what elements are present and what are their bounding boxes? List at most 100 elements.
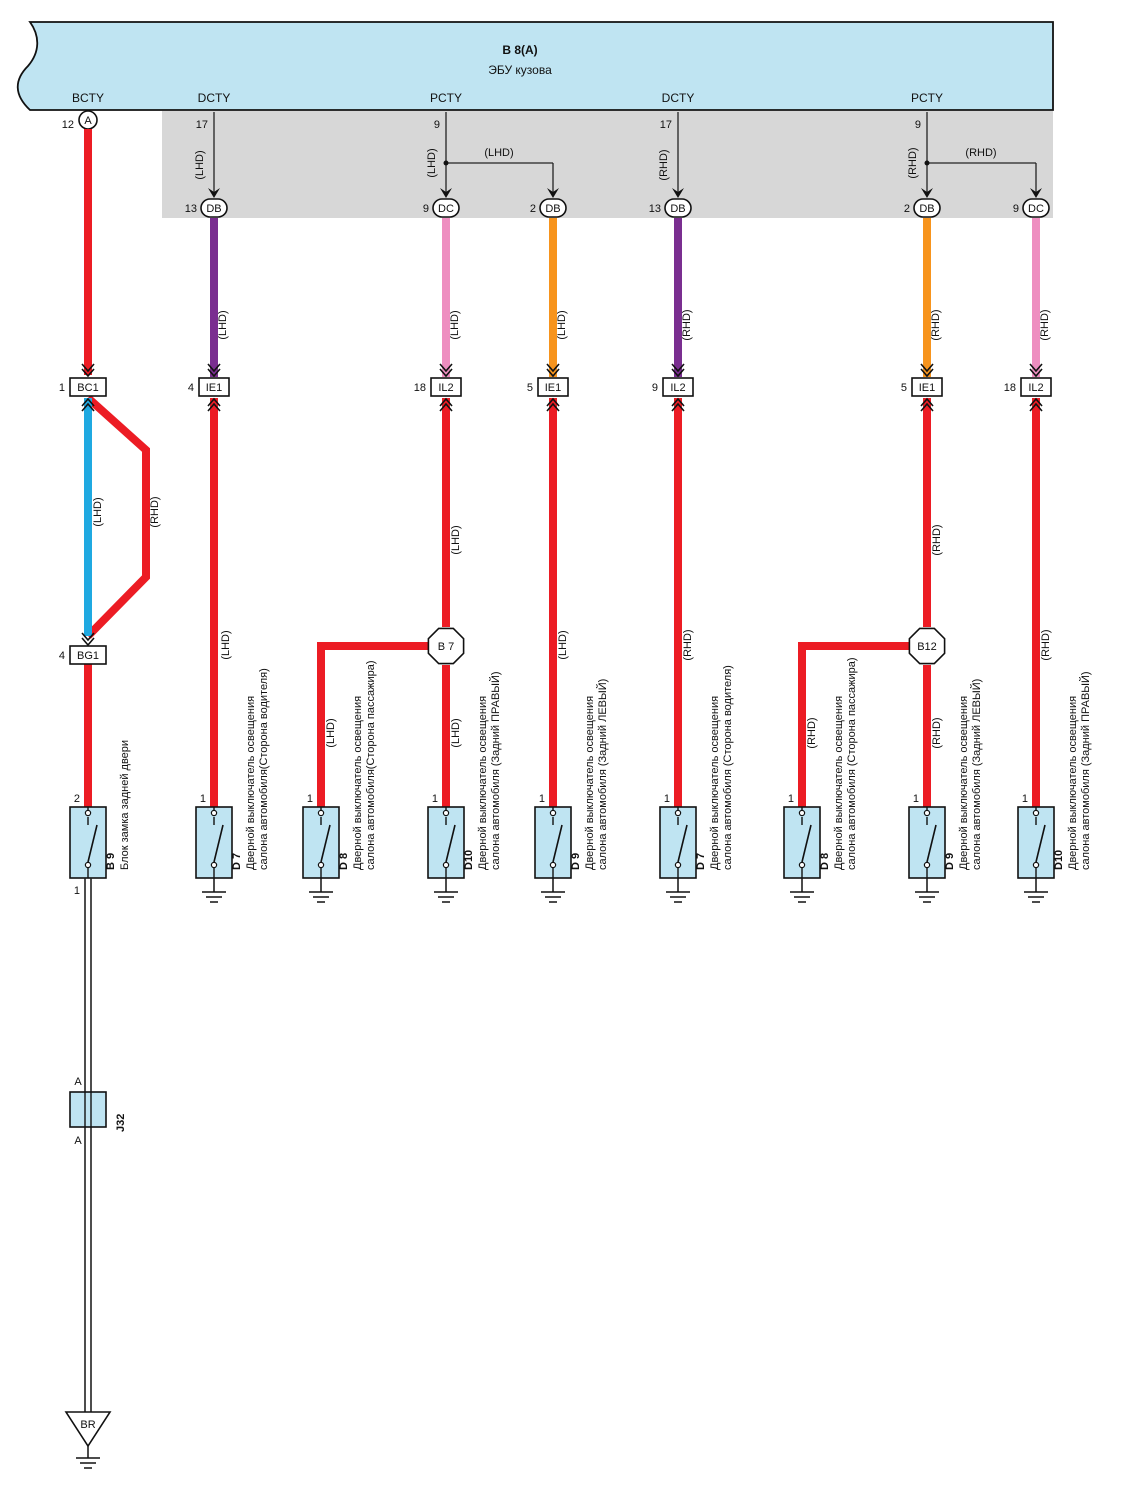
switch-contact xyxy=(210,861,218,869)
ecu-pin-number: 9 xyxy=(434,119,440,131)
inline-connector xyxy=(430,377,462,397)
component-description: Дверной выключатель освещения xyxy=(1067,696,1079,870)
component-id: D 8 xyxy=(338,853,350,870)
connector-id: DB xyxy=(206,203,221,215)
connector-id: IL2 xyxy=(670,382,685,394)
connector-id: IL2 xyxy=(1028,382,1043,394)
switch-contact xyxy=(442,861,450,869)
connector-chevron-icon xyxy=(671,397,685,412)
wire-variant-label: (RHD) xyxy=(149,496,161,527)
wire-variant-label: (LHD) xyxy=(220,630,232,659)
inline-connector xyxy=(911,377,943,397)
ecu-connector xyxy=(1022,198,1050,218)
inline-connector xyxy=(662,377,694,397)
j32-pin: A xyxy=(74,1076,82,1088)
connector-pin-number: 9 xyxy=(423,203,429,215)
wire-variant-label: (LHD) xyxy=(450,525,462,554)
wire-variant-label: (RHD) xyxy=(1040,629,1052,660)
connector-chevron-icon xyxy=(81,632,95,647)
arrow-down-icon xyxy=(440,188,452,198)
switch-blade-icon xyxy=(213,824,224,863)
wire-variant-label: (LHD) xyxy=(325,718,337,747)
arrow-down-icon xyxy=(208,188,220,198)
switch-pin-number: 2 xyxy=(74,793,80,805)
switch-blade-icon xyxy=(87,824,98,863)
ground-point-id: BR xyxy=(80,1419,95,1431)
connector-pin-number: 1 xyxy=(59,382,65,394)
wire-variant-label: (LHD) xyxy=(194,150,206,179)
wire-variant-label: (LHD) xyxy=(450,718,462,747)
wire-segment xyxy=(317,642,430,807)
connector-pin-number: 5 xyxy=(527,382,533,394)
component-description: салона автомобиля(Сторона водителя) xyxy=(258,668,270,870)
switch-pin-number: 1 xyxy=(788,793,794,805)
switch-contact xyxy=(798,809,806,817)
wire-variant-label: (RHD) xyxy=(930,309,942,340)
ecu-pin-name: BCTY xyxy=(72,91,104,105)
connector-chevron-icon xyxy=(1029,363,1043,378)
switch-contact xyxy=(674,861,682,869)
ground-point xyxy=(64,1411,112,1448)
connector-chevron-icon xyxy=(920,363,934,378)
wire-variant-label: (RHD) xyxy=(682,629,694,660)
ecu-id: B 8(A) xyxy=(502,43,537,57)
ecu-name: ЭБУ кузова xyxy=(488,63,552,77)
switch-pin-number: 1 xyxy=(664,793,670,805)
arrow-down-icon xyxy=(921,188,933,198)
component-description: Дверной выключатель освещения xyxy=(709,696,721,870)
wire-variant-label: (LHD) xyxy=(449,310,461,339)
wire-variant-label: (RHD) xyxy=(931,717,943,748)
component-description: Дверной выключатель освещения xyxy=(833,696,845,870)
connector-pin-number: 18 xyxy=(414,382,426,394)
component-id: D 7 xyxy=(695,853,707,870)
connector-chevron-icon xyxy=(546,363,560,378)
component-description: салона автомобиля (Задний ПРАВЫЙ) xyxy=(1079,671,1092,870)
connector-chevron-icon xyxy=(207,363,221,378)
ecu-connector xyxy=(539,198,567,218)
switch-contact xyxy=(549,861,557,869)
connector-pin-number: 13 xyxy=(649,203,661,215)
connector-chevron-icon xyxy=(671,363,685,378)
wire-variant-label: (LHD) xyxy=(426,148,438,177)
connector-id: IL2 xyxy=(438,382,453,394)
ecu-pin-name: DCTY xyxy=(198,91,231,105)
component-id: D 8 xyxy=(819,853,831,870)
wire-variant-label: (RHD) xyxy=(658,149,670,180)
component-description: салона автомобиля (Сторона водителя) xyxy=(722,665,734,870)
connector-id: DC xyxy=(1028,203,1044,215)
switch-pin-number: 1 xyxy=(74,885,80,897)
component-id: D 7 xyxy=(231,853,243,870)
ecu-connector xyxy=(913,198,941,218)
connector-chevron-icon xyxy=(1029,397,1043,412)
switch-contact xyxy=(798,861,806,869)
connector-pin-number: 2 xyxy=(904,203,910,215)
connector-id: DB xyxy=(545,203,560,215)
switch-blade-icon xyxy=(445,824,456,863)
switch-contact xyxy=(1032,861,1040,869)
component-id: D10 xyxy=(1053,850,1065,870)
component-description: Дверной выключатель освещения xyxy=(958,696,970,870)
wire-variant-label: (LHD) xyxy=(484,147,513,159)
switch-pin-number: 1 xyxy=(539,793,545,805)
wire-variant-label: (LHD) xyxy=(557,630,569,659)
switch-contact xyxy=(923,861,931,869)
switch-blade-icon xyxy=(926,824,937,863)
ecu-pin-name: PCTY xyxy=(430,91,462,105)
junction-connector-j32 xyxy=(69,1091,107,1128)
component-id: D 9 xyxy=(944,853,956,870)
arrow-down-icon xyxy=(547,188,559,198)
connector-id: BC1 xyxy=(77,382,98,394)
switch-pin-number: 1 xyxy=(200,793,206,805)
connector-id: DB xyxy=(919,203,934,215)
junction-id: B 7 xyxy=(438,641,455,653)
arrow-down-icon xyxy=(1030,188,1042,198)
component-description: Дверной выключатель освещения xyxy=(352,696,364,870)
switch-contact xyxy=(84,809,92,817)
component-description: Дверной выключатель освещения xyxy=(245,696,257,870)
wire-variant-label: (RHD) xyxy=(681,309,693,340)
inline-connector xyxy=(69,377,107,397)
switch-contact xyxy=(84,861,92,869)
connector-pin-number: 2 xyxy=(530,203,536,215)
wire-variant-label: (RHD) xyxy=(806,717,818,748)
